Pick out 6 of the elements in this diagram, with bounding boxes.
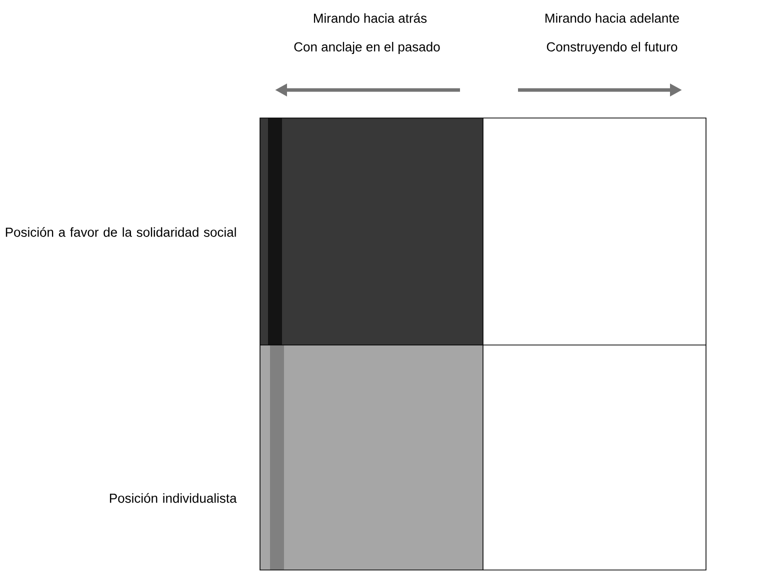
column-heading: Construyendo el futuro xyxy=(546,42,678,54)
column-heading: Mirando hacia adelante xyxy=(546,13,679,23)
column-heading: Con anclaje en el pasado xyxy=(294,42,440,54)
row-heading: Posición a favor de la solidaridad social xyxy=(6,227,236,237)
column-heading: Mirando hacia atrás xyxy=(314,13,427,23)
row-heading: Posición individualista xyxy=(110,493,237,503)
